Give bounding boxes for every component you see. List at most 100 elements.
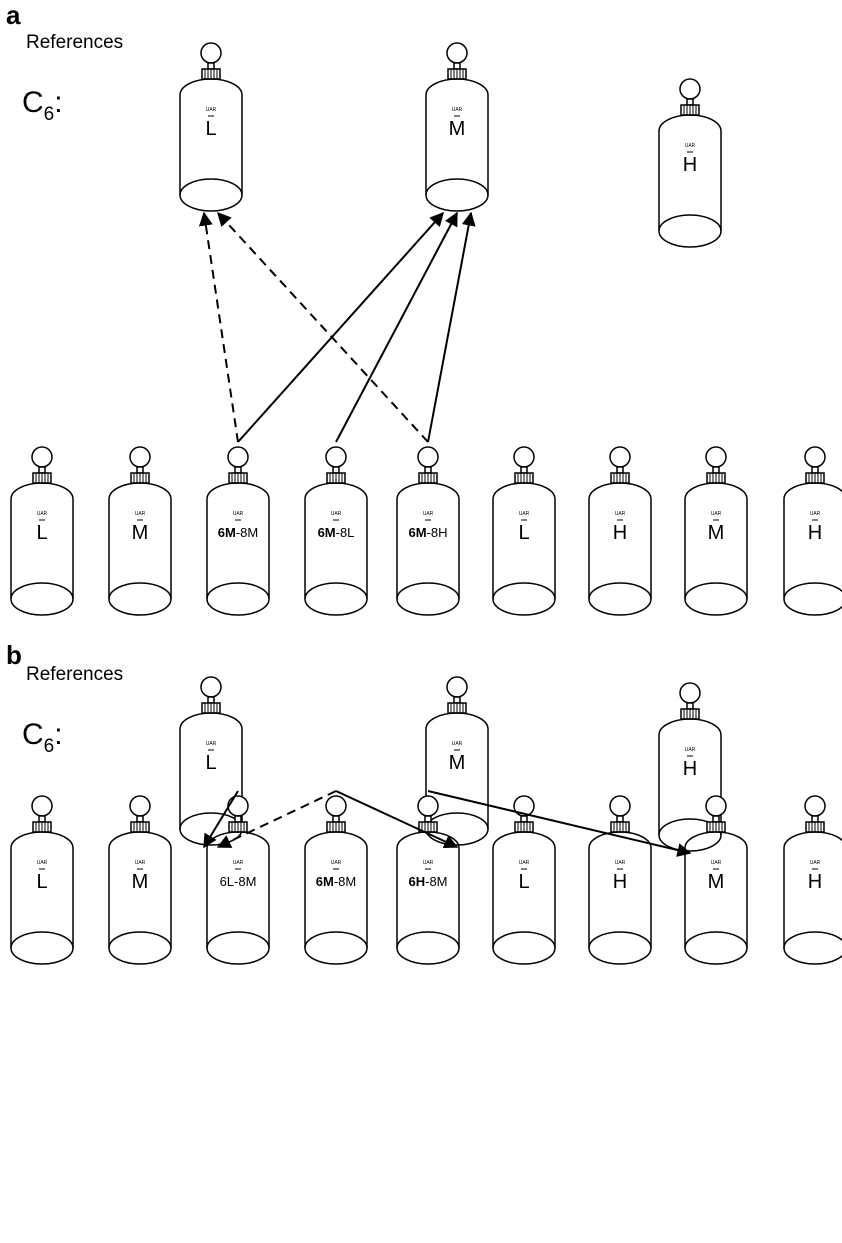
bottle-stem [424,466,432,474]
bottle-stem [136,815,144,823]
bottle-label-rest: -8M [236,525,258,540]
bottle-shoulder [658,114,722,132]
bottle-label: 6M-8M [218,525,258,540]
bottle-knob [31,795,53,817]
panel-a-c6-label: C6: [22,86,63,125]
bottle-label: L [205,752,216,774]
bottle-tiny-print: UAR [711,511,722,517]
bottle-base [492,582,556,616]
bottle-label: M [449,752,466,774]
bottle-label: H [613,871,627,893]
bottle-knob [129,446,151,468]
bottle-shoulder [179,712,243,730]
bottle-stem [207,62,215,70]
bottle-shoulder [658,718,722,736]
sample-bottle-0: UAR L [10,446,74,616]
bottle-stem [686,98,694,106]
bottle-tiny-print: UAR [810,511,821,517]
bottle-stem [207,696,215,704]
bottle-shoulder [396,482,460,500]
sample-bottle-7: UAR M [684,446,748,616]
bottle-base [396,582,460,616]
bottle-label-bold: 6M [408,525,426,540]
bottle-label: H [613,522,627,544]
bottle-shoulder [425,78,489,96]
bottle-stem [520,466,528,474]
bottle-label: M [132,522,149,544]
bottle-label: L [36,871,47,893]
bottle-stem [234,815,242,823]
bottle-stem [811,815,819,823]
bottle-tiny-print: UAR [685,747,696,753]
bottle-label: M [449,118,466,140]
bottle-tiny-print: UAR [615,511,626,517]
bottle-stem [520,815,528,823]
bottle-label-rest: -8L [336,525,355,540]
bottle-label-rest: -8M [425,874,447,889]
bottle-label-bold: 6H [408,874,425,889]
bottle-label: M [132,871,149,893]
bottle-knob [227,795,249,817]
bottle-tiny-print: UAR [37,511,48,517]
bottle-stem [136,466,144,474]
bottle-knob [804,795,826,817]
panel-b-references-label: References [26,664,123,685]
arrow-dashed-sample2-to-ref-L [198,211,239,443]
bottle-label-bold: 6M [318,525,336,540]
arrow-solid-sample4-to-ref-M [427,211,476,443]
bottle-shoulder [10,831,74,849]
panel-a-arrows [198,211,476,443]
bottle-tiny-print: UAR [452,107,463,113]
bottle-label: L [518,871,529,893]
bottle-knob [417,446,439,468]
bottle-knob [325,446,347,468]
bottle-base [10,582,74,616]
bottle-tiny-print: UAR [711,860,722,866]
bottle-shoulder [304,482,368,500]
panel-b-letter: b [6,640,22,670]
bottle-shoulder [179,78,243,96]
bottle-shoulder [206,831,270,849]
bottle-shoulder [10,482,74,500]
bottle-label: H [683,758,697,780]
bottle-shoulder [492,831,556,849]
bottle-knob [679,78,701,100]
bottle-label: L [36,522,47,544]
bottle-stem [712,466,720,474]
bottle-knob [200,676,222,698]
bottle-base [108,931,172,965]
bottle-tiny-print: UAR [37,860,48,866]
bottle-shoulder [588,482,652,500]
bottle-tiny-print: UAR [206,107,217,113]
bottle-base [179,178,243,212]
bottle-knob [446,42,468,64]
bottle-knob [705,795,727,817]
bottle-base [588,931,652,965]
sample-bottle-6: UAR H [588,446,652,616]
bottle-shoulder [684,831,748,849]
bottle-label: M [708,522,725,544]
arrow-dashed-sample3-to-ref-L [216,790,337,848]
bottle-knob [31,446,53,468]
bottle-shoulder [108,482,172,500]
bottle-stem [332,466,340,474]
arrow-solid-sample4-to-ref-H [427,790,692,857]
bottle-tiny-print: UAR [423,511,434,517]
bottle-stem [38,815,46,823]
bottle-base [304,931,368,965]
bottle-base [396,931,460,965]
bottle-label: 6M-8H [408,525,447,540]
bottle-knob [129,795,151,817]
bottle-base [588,582,652,616]
panel-a-references-label: References [26,32,123,53]
bottle-knob [513,446,535,468]
arrow-solid-sample2-to-ref-L [203,790,239,849]
bottle-base [206,582,270,616]
